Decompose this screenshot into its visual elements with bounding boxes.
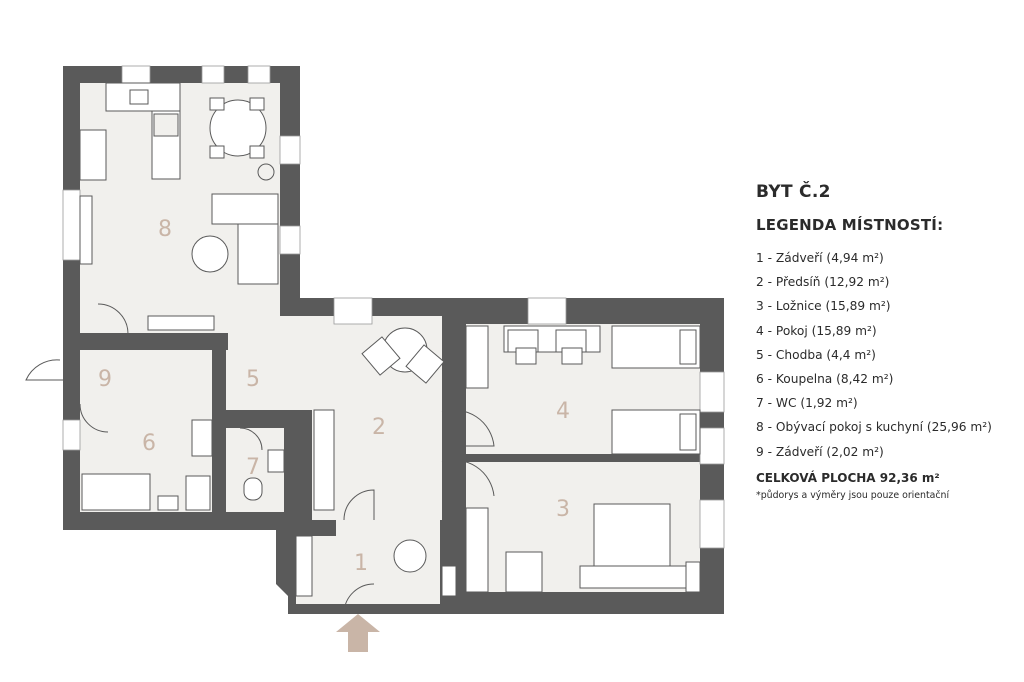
legend-item: 3 - Ložnice (15,89 m²): [756, 299, 891, 314]
room-legend: BYT Č.2 LEGENDA MÍSTNOSTÍ: 1 - Zádveří (…: [756, 182, 1018, 504]
legend-item: 7 - WC (1,92 m²): [756, 396, 858, 411]
legend-item: 4 - Pokoj (15,89 m²): [756, 323, 877, 338]
legend-item: 8 - Obývací pokoj s kuchyní (25,96 m²): [756, 420, 992, 435]
legend-list: 1 - Zádveří (4,94 m²) 2 - Předsíň (12,92…: [756, 246, 1018, 464]
entrance-arrow-icon: [336, 614, 380, 652]
windows: [62, 65, 725, 549]
room-number-7: 7: [246, 455, 260, 480]
legend-item: 2 - Předsíň (12,92 m²): [756, 275, 890, 290]
room-number-6: 6: [142, 431, 156, 456]
doors: [25, 303, 495, 613]
room-number-5: 5: [246, 367, 260, 392]
room-number-4: 4: [556, 399, 570, 424]
apartment-title: BYT Č.2: [756, 182, 831, 202]
legend-item: 1 - Zádveří (4,94 m²): [756, 251, 884, 265]
legend-item: 9 - Zádveří (2,02 m²): [756, 444, 884, 459]
partitions: [63, 298, 700, 614]
furniture: [79, 82, 701, 597]
room-number-1: 1: [354, 551, 368, 576]
room-numbers: 8 9 5 6 2 7 4 3 1: [98, 217, 570, 576]
floor-plan: 8 9 5 6 2 7 4 3 1: [25, 65, 725, 652]
legend-item: 6 - Koupelna (8,42 m²): [756, 372, 894, 387]
room-number-3: 3: [556, 497, 570, 522]
legend-item: 5 - Chodba (4,4 m²): [756, 347, 876, 362]
legend-heading: LEGENDA MÍSTNOSTÍ:: [756, 216, 944, 234]
room-number-8: 8: [158, 217, 172, 242]
disclaimer-note: *půdorys a výměry jsou pouze orientační: [756, 489, 950, 501]
room-number-2: 2: [372, 415, 386, 440]
total-area: CELKOVÁ PLOCHA 92,36 m²: [756, 470, 940, 485]
room-number-9: 9: [98, 367, 112, 392]
